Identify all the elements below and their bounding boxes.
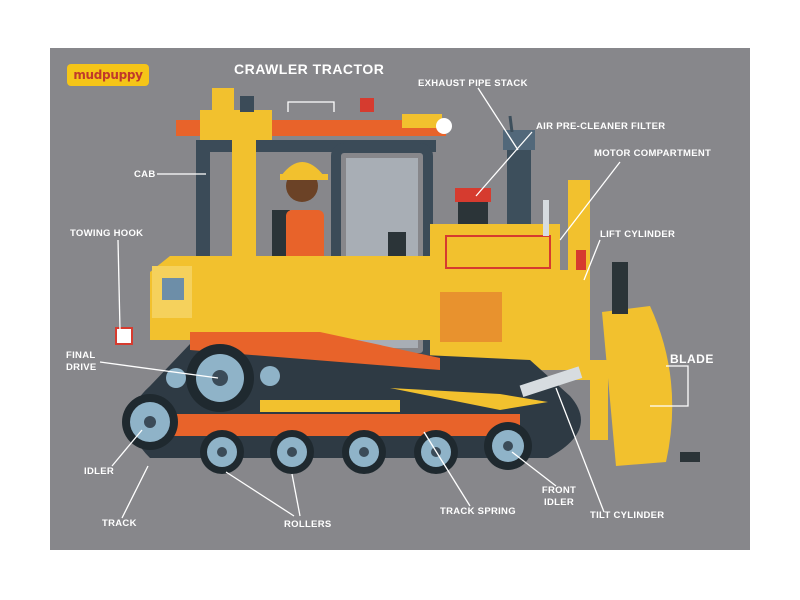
tractor-body (150, 256, 440, 340)
hard-hat (281, 162, 324, 176)
label-track-spring: TRACK SPRING (440, 506, 516, 517)
label-cab: CAB (134, 169, 156, 180)
fender (190, 332, 440, 370)
front-body (520, 270, 570, 370)
diagram-title: CRAWLER TRACTOR (234, 61, 385, 77)
roller-2 (270, 430, 314, 474)
air-filter-cap (455, 188, 491, 202)
hood-grille (445, 235, 551, 269)
label-tilt-cylinder: TILT CYLINDER (590, 510, 665, 521)
label-front-idler-line-1: FRONT (541, 485, 577, 496)
cab-rear-pillar (196, 140, 210, 270)
front-idler-wheel (484, 422, 532, 470)
operator-vest (286, 210, 324, 262)
label-motor-compartment: MOTOR COMPARTMENT (594, 148, 712, 159)
tilt-cylinder (519, 366, 583, 397)
push-arm (590, 360, 608, 440)
operator-seat (272, 210, 290, 260)
label-towing-hook: TOWING HOOK (70, 228, 144, 239)
label-track: TRACK (102, 518, 137, 529)
roof-beacon (360, 98, 374, 112)
lift-cylinder-arm (568, 180, 590, 380)
rear-idler-wheel (122, 394, 178, 450)
roller-1 (200, 430, 244, 474)
label-final-drive-line-2: DRIVE (66, 362, 97, 373)
label-final-drive-line-1: FINAL (66, 350, 96, 361)
label-lift-cylinder: LIFT CYLINDER (600, 229, 676, 240)
motor-compartment (436, 270, 522, 350)
label-idler: IDLER (84, 466, 114, 477)
label-air-pre-cleaner-filter: AIR PRE-CLEANER FILTER (536, 121, 666, 132)
final-drive-sprocket (186, 344, 254, 412)
vent-panel (440, 292, 502, 342)
label-rollers: ROLLERS (284, 519, 332, 530)
label-blade: BLADE (670, 352, 714, 366)
blade (602, 306, 673, 466)
label-front-idler-line-2: IDLER (544, 497, 574, 508)
exhaust-pipe-top (503, 130, 535, 150)
mudpuppy-logo: mudpuppy (67, 64, 149, 86)
roller-3 (342, 430, 386, 474)
track-frame (150, 414, 520, 436)
leader-lines (99, 87, 689, 519)
blade-ripper (612, 262, 628, 314)
label-exhaust-pipe-stack: EXHAUST PIPE STACK (418, 78, 528, 89)
